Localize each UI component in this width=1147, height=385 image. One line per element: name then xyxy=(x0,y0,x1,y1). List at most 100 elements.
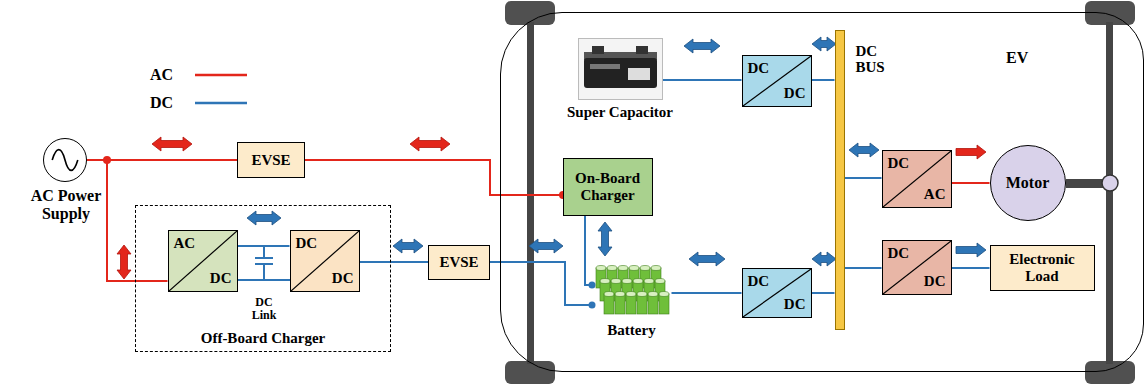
connector xyxy=(812,37,837,80)
connector-line xyxy=(952,267,990,269)
battery-cell-top xyxy=(622,278,632,283)
flow-arrow xyxy=(152,137,192,151)
connector xyxy=(812,252,837,293)
battery-cell xyxy=(604,294,614,314)
legend-label: DC xyxy=(150,94,173,112)
connector-line xyxy=(663,79,742,81)
connector xyxy=(87,137,237,160)
terminal xyxy=(592,46,604,54)
flow-arrow xyxy=(598,222,612,256)
connector xyxy=(845,143,882,178)
flow-arrow xyxy=(529,239,563,253)
load-box: Electronic Load xyxy=(990,245,1095,291)
sine-symbol xyxy=(44,139,86,181)
battery-cell-top xyxy=(607,265,617,270)
supercapacitor-picture xyxy=(578,38,663,100)
module-plate xyxy=(628,68,650,80)
node-label: On-Board Charger xyxy=(568,170,648,203)
legend-line xyxy=(195,74,247,77)
connector xyxy=(952,145,990,183)
dc-wire xyxy=(238,279,290,281)
battery-cell-top xyxy=(655,278,665,283)
connector-line xyxy=(812,292,835,294)
charger-box: On-Board Charger xyxy=(563,158,653,216)
node-label: DC xyxy=(888,245,910,262)
battery-cell xyxy=(659,294,669,314)
battery-cell-top xyxy=(626,291,636,296)
node-label: DC xyxy=(784,85,806,102)
converter-diagonal xyxy=(291,231,359,291)
connector-line xyxy=(87,160,168,281)
charger-group: Off-Board ChargerACDCDCDC xyxy=(135,205,391,352)
flow-arrow xyxy=(247,211,281,225)
evse-box: EVSE xyxy=(428,245,490,280)
converter-box: DCDC xyxy=(742,268,812,318)
connector-line xyxy=(360,261,429,263)
connector-line xyxy=(952,182,990,184)
node-label: Super Capacitor xyxy=(535,104,705,121)
node-label: EVSE xyxy=(439,254,478,271)
battery-cell-top xyxy=(611,278,621,283)
battery-cell-top xyxy=(659,291,669,296)
battery-cell-top xyxy=(600,278,610,283)
capacitor-symbol xyxy=(255,246,273,280)
connector-line xyxy=(490,262,592,305)
flow-arrow xyxy=(956,243,986,257)
wheel xyxy=(505,1,555,25)
battery-cell xyxy=(637,294,647,314)
battery-cell-top xyxy=(596,265,606,270)
converter-diagonal xyxy=(883,151,951,207)
battery-cell-top xyxy=(633,278,643,283)
flow-arrow xyxy=(956,145,986,159)
axle-joint xyxy=(1102,175,1118,191)
node-label: Off-Board Charger xyxy=(136,330,390,347)
converter-box: DC DC xyxy=(290,230,360,292)
converter-diagonal xyxy=(743,56,811,106)
battery-cell-top xyxy=(637,291,647,296)
wheel xyxy=(1085,361,1135,384)
flow-arrow xyxy=(393,239,423,253)
battery-cell-top xyxy=(604,291,614,296)
connector-line xyxy=(585,216,592,286)
node-label: AC Power Supply xyxy=(26,187,106,222)
flow-arrow xyxy=(410,137,450,151)
flow-arrow xyxy=(812,252,836,266)
axle xyxy=(527,22,534,364)
terminal xyxy=(636,46,648,54)
connector-line xyxy=(305,160,563,195)
converter-diagonal xyxy=(169,231,237,291)
component-label: DC Link xyxy=(247,296,281,322)
inverter-box: DC AC xyxy=(882,150,952,208)
module-strip xyxy=(590,64,620,69)
picture-frame xyxy=(578,38,662,99)
battery-cell-top xyxy=(629,265,639,270)
node-label: AC xyxy=(924,186,946,203)
converter-diagonal xyxy=(743,269,811,317)
node-label: EV xyxy=(1006,49,1028,67)
node-label: DC xyxy=(888,155,910,172)
node-label: EVSE xyxy=(251,152,290,169)
legend-line xyxy=(195,72,247,78)
motor-circle: Motor xyxy=(990,145,1066,221)
battery-cell xyxy=(648,294,658,314)
sine-symbol xyxy=(52,150,78,171)
node-label: DC xyxy=(332,270,354,287)
node-label: AC xyxy=(174,235,196,252)
legend-label: AC xyxy=(150,66,173,84)
connector xyxy=(952,243,990,268)
battery-cell xyxy=(626,294,636,314)
legend-line xyxy=(195,102,247,105)
battery-cell-top xyxy=(648,291,658,296)
evse-box: EVSE xyxy=(237,142,305,178)
connector xyxy=(87,160,168,281)
connector-line xyxy=(238,245,290,247)
battery-cell-top xyxy=(644,278,654,283)
flow-arrow xyxy=(117,245,131,279)
node-label: DC xyxy=(296,235,318,252)
connector xyxy=(672,252,742,293)
axle xyxy=(1106,22,1113,364)
node-label: DC xyxy=(784,296,806,313)
connector xyxy=(305,137,563,195)
node-label: Battery xyxy=(547,322,717,339)
node-label: DC BUS xyxy=(856,43,898,76)
